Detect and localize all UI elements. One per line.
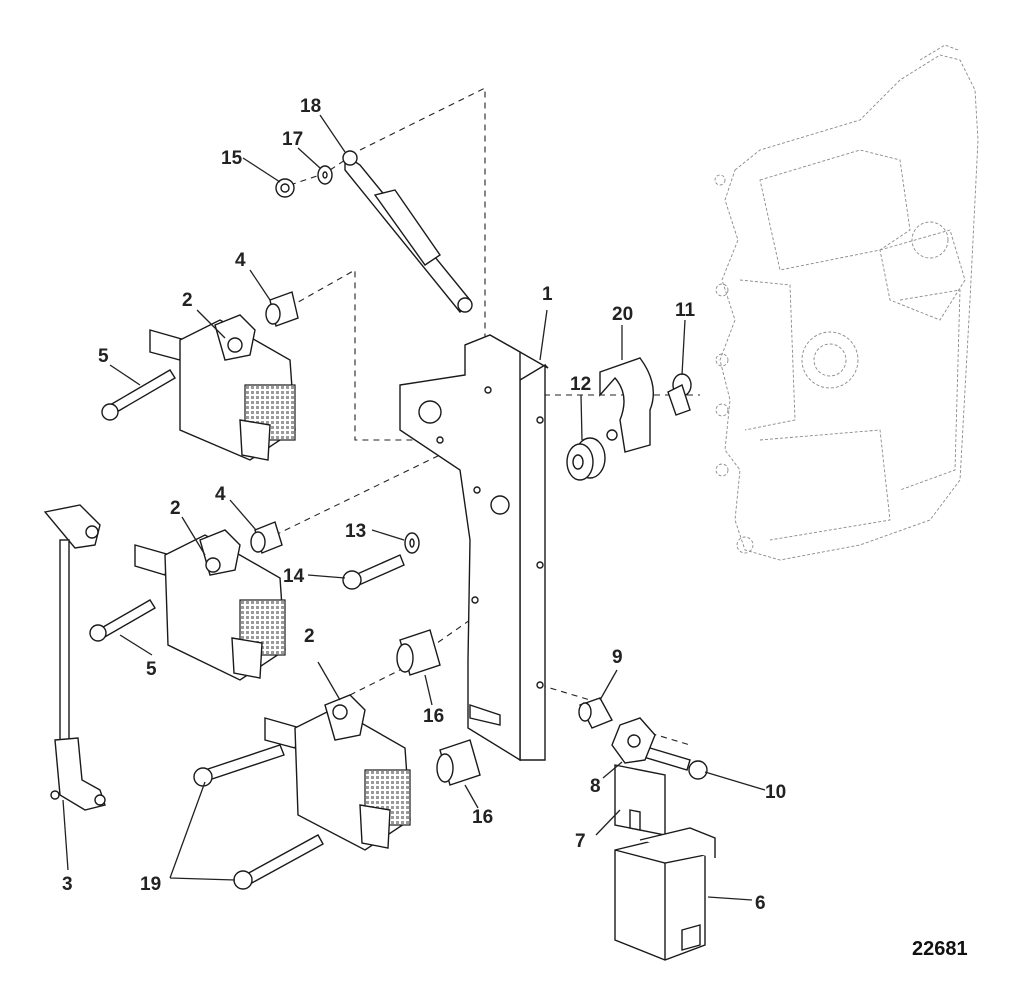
sleeve-9 (578, 697, 613, 729)
screw-14 (342, 554, 405, 590)
ignition-coil-upper (149, 314, 296, 461)
relay-bracket-7 (614, 764, 666, 836)
callout-16: 16 (423, 706, 444, 727)
callout-labels: 1 2 2 2 3 4 4 5 5 6 7 8 9 10 11 12 13 14… (62, 96, 786, 914)
relay-6 (614, 827, 716, 961)
ignition-coil-lower (264, 694, 411, 851)
callout-8: 8 (590, 776, 601, 797)
callout-17: 17 (282, 129, 303, 150)
grommet-12 (566, 437, 606, 481)
callout-2: 2 (304, 626, 315, 647)
callout-14: 14 (283, 566, 305, 587)
callout-4: 4 (235, 250, 246, 271)
bushing-11 (667, 373, 692, 416)
callout-1: 1 (542, 284, 553, 305)
nut-8 (611, 717, 656, 764)
spacer-4-lower (250, 521, 283, 554)
callout-5: 5 (146, 659, 157, 680)
figure-number: 22681 (912, 938, 968, 960)
clamp-20 (599, 357, 654, 453)
screw-15 (275, 178, 295, 198)
callout-3: 3 (62, 874, 73, 895)
bracket-part (399, 334, 549, 762)
washer-13 (404, 532, 420, 554)
callout-16: 16 (472, 807, 493, 828)
callout-20: 20 (612, 304, 633, 325)
engine-block-ghost (714, 44, 979, 561)
screw-19-upper (193, 744, 285, 787)
spacer-16-lower (436, 739, 481, 786)
callout-2: 2 (182, 290, 193, 311)
callout-10: 10 (765, 782, 786, 803)
callout-9: 9 (612, 647, 623, 668)
leader-lines (62, 114, 766, 901)
callout-7: 7 (575, 831, 586, 852)
spacer-4-upper (265, 291, 299, 327)
callout-4: 4 (215, 484, 226, 505)
spacer-16-upper (396, 629, 441, 676)
callout-13: 13 (345, 521, 366, 542)
screw-19-lower (233, 834, 324, 890)
callout-5: 5 (98, 346, 109, 367)
callout-6: 6 (755, 893, 766, 914)
callout-11: 11 (675, 300, 696, 321)
callout-18: 18 (300, 96, 321, 117)
callout-15: 15 (221, 148, 243, 169)
washer-17 (317, 165, 333, 185)
spark-plug-lead (43, 504, 106, 811)
ignition-coil-middle (134, 529, 286, 681)
screw-5-upper (101, 369, 176, 421)
callout-12: 12 (570, 374, 591, 395)
callout-2: 2 (170, 498, 181, 519)
callout-19: 19 (140, 874, 161, 895)
screw-5-lower (89, 599, 156, 642)
ground-strap (342, 150, 473, 314)
